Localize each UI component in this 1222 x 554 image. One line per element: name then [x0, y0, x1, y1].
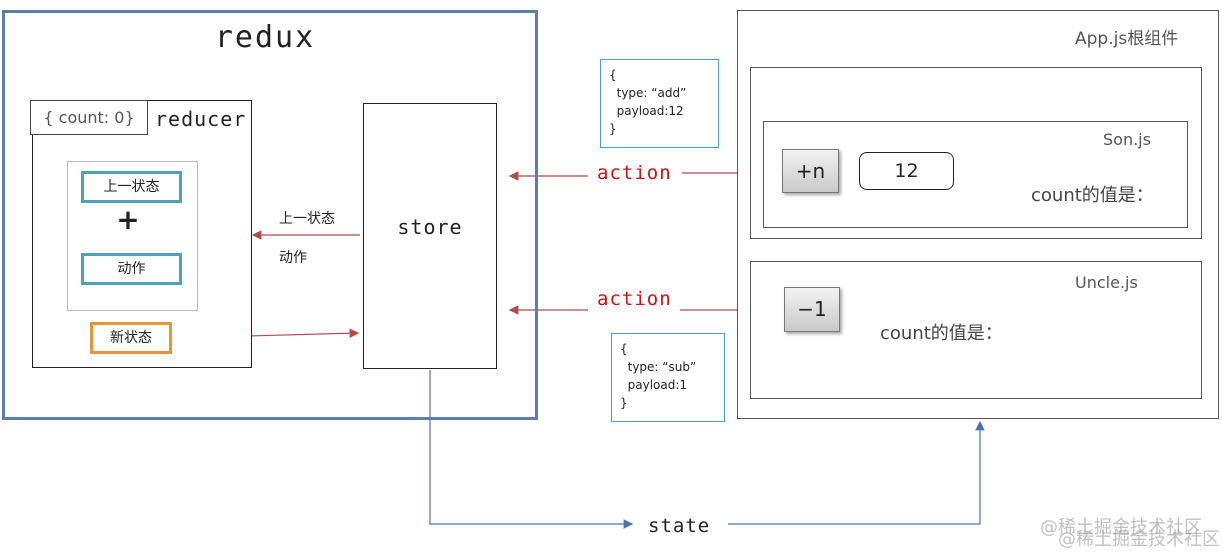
son-label: Son.js	[1103, 130, 1151, 149]
app-label: App.js根组件	[1075, 29, 1179, 49]
payload-add-line: }	[609, 122, 617, 136]
state-to-app-arrow	[728, 420, 985, 525]
prev-state-box: 上一状态	[81, 171, 182, 203]
redux-title: redux	[214, 20, 316, 55]
store-label: store	[397, 215, 463, 239]
plus-sign: +	[116, 203, 140, 236]
payload-add-line: {	[609, 68, 617, 82]
payload-add-line: payload:12	[609, 104, 684, 118]
store-to-state-arrow	[429, 370, 634, 529]
state-label: state	[648, 515, 711, 537]
watermark-shadow: @稀土掘金技术社区	[1058, 529, 1220, 550]
action-label-top: action	[597, 162, 672, 184]
uncle-label: Uncle.js	[1075, 273, 1138, 292]
initial-state-box: { count: 0}	[30, 100, 148, 135]
payload-add-line: type: “add”	[609, 86, 687, 100]
son-count-text: count的值是：	[1031, 185, 1154, 206]
action-label-bottom: action	[597, 288, 672, 310]
add-n-button[interactable]: +n	[782, 149, 839, 193]
payload-sub-line: {	[620, 342, 628, 356]
reducer-inputs-group	[67, 161, 198, 311]
reducer-label: reducer	[155, 107, 247, 131]
redux-container	[2, 10, 538, 420]
store-arrow-label-action: 动作	[279, 250, 307, 266]
new-state-box: 新状态	[90, 322, 172, 354]
store-arrow-label-prev-state: 上一状态	[279, 211, 335, 227]
payload-sub-line: type: “sub”	[620, 360, 697, 374]
payload-sub-line: payload:1	[620, 378, 688, 392]
payload-add-box: { type: “add” payload:12 }	[600, 59, 719, 148]
uncle-count-text: count的值是：	[880, 323, 1003, 344]
action-box: 动作	[81, 253, 182, 285]
minus-one-button[interactable]: −1	[784, 287, 840, 332]
watermark: @稀土掘金技术社区	[1040, 517, 1202, 538]
payload-sub-line: }	[620, 396, 628, 410]
store-box	[363, 103, 497, 369]
payload-sub-box: { type: “sub” payload:1 }	[611, 333, 725, 422]
amount-input[interactable]: 12	[859, 152, 954, 190]
